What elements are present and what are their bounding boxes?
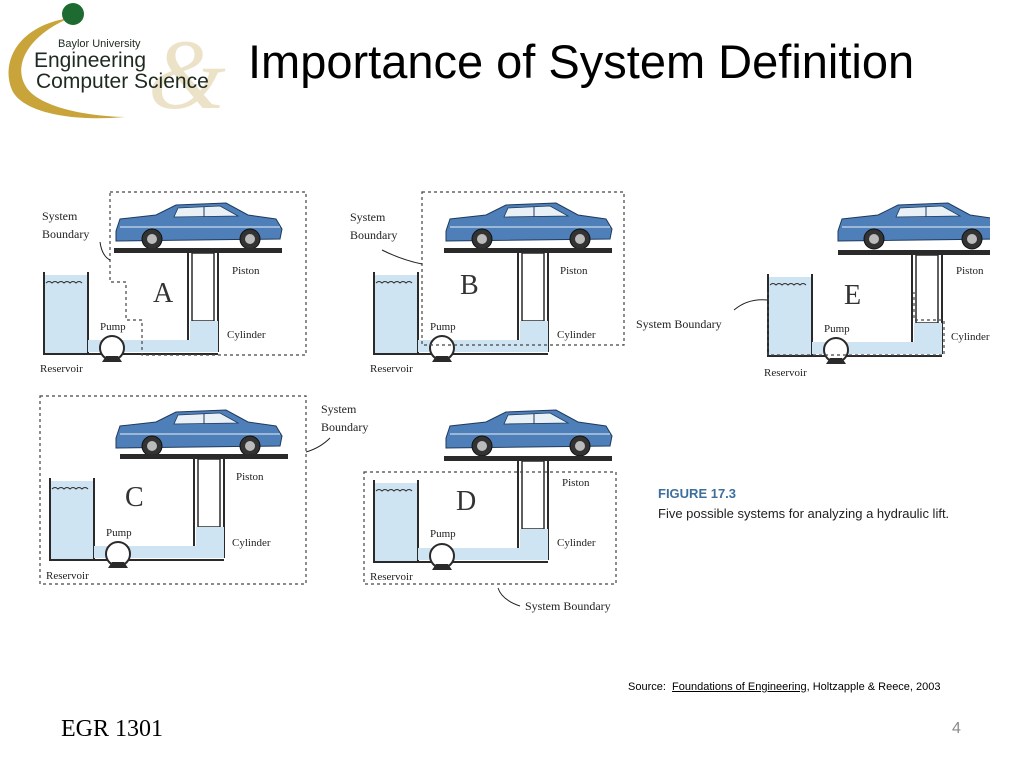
label-piston-e: Piston [956, 265, 984, 277]
label-piston-b: Piston [560, 265, 588, 277]
panel-letter-b: B [460, 270, 479, 301]
label-pump-a: Pump [100, 321, 126, 333]
label-pump-e: Pump [824, 323, 850, 335]
boundary-e [767, 292, 945, 356]
panel-c: C System Boundary Piston Cylinder Pump R… [39, 395, 368, 585]
label-cylinder-c: Cylinder [232, 537, 271, 549]
label-system-c-1: System [321, 402, 357, 416]
baylor-logo: & Baylor University Engineering Computer… [8, 3, 226, 130]
label-system-c-2: Boundary [321, 420, 368, 434]
panel-a: A System Boundary Piston Cylinder Pump R… [40, 191, 307, 375]
arrow-b [381, 249, 423, 265]
label-system-a-2: Boundary [42, 227, 89, 241]
course-code: EGR 1301 [61, 716, 163, 742]
label-system-a-1: System [42, 209, 78, 223]
figure-number: FIGURE 17.3 [658, 486, 736, 501]
panel-letter-c: C [125, 482, 144, 513]
label-pump-c: Pump [106, 527, 132, 539]
label-piston-d: Piston [562, 477, 590, 489]
arrow-c [305, 437, 331, 453]
label-system-b-2: Boundary [350, 228, 397, 242]
label-reservoir-a: Reservoir [40, 363, 83, 375]
logo-dot [62, 3, 84, 25]
source-prefix: Source: [628, 681, 666, 693]
figure-caption: Five possible systems for analyzing a hy… [658, 506, 949, 521]
panel-letter-a: A [153, 278, 174, 309]
label-reservoir-c: Reservoir [46, 570, 89, 582]
label-cylinder-b: Cylinder [557, 329, 596, 341]
label-piston-c: Piston [236, 471, 264, 483]
label-cylinder-a: Cylinder [227, 329, 266, 341]
boundary-a [109, 191, 307, 356]
slide-title: Importance of System Definition [248, 35, 915, 88]
page-number: 4 [952, 720, 961, 737]
boundary-d [363, 471, 617, 585]
panel-b: B System Boundary Piston Cylinder Pump R… [350, 191, 625, 375]
label-pump-d: Pump [430, 528, 456, 540]
source-suffix: , Holtzapple & Reece, 2003 [806, 681, 941, 693]
panel-d: D System Boundary Piston Cylinder Pump R… [363, 409, 617, 613]
source-citation: Source: Foundations of Engineering, Holt… [628, 681, 941, 693]
label-system-e: System Boundary [636, 317, 722, 331]
panel-e: E System Boundary Piston Cylinder Pump R… [636, 202, 990, 379]
boundary-b [421, 191, 625, 346]
label-pump-b: Pump [430, 321, 456, 333]
logo-line2: Computer Science [36, 70, 209, 93]
logo-ampersand: & [148, 19, 226, 130]
panel-letter-e: E [844, 280, 861, 311]
arrow-e [733, 299, 769, 311]
logo-university: Baylor University [58, 38, 141, 50]
boundary-c [39, 395, 307, 585]
arrow-d [497, 587, 521, 607]
label-cylinder-e: Cylinder [951, 331, 990, 343]
label-system-d: System Boundary [525, 599, 611, 613]
logo-line1: Engineering [34, 49, 146, 72]
panel-letter-d: D [456, 486, 476, 517]
label-piston-a: Piston [232, 265, 260, 277]
hydraulic-lift-figure: A System Boundary Piston Cylinder Pump R… [39, 191, 990, 613]
label-reservoir-e: Reservoir [764, 367, 807, 379]
label-reservoir-b: Reservoir [370, 363, 413, 375]
label-reservoir-d: Reservoir [370, 571, 413, 583]
source-link[interactable]: Foundations of Engineering [672, 681, 807, 693]
label-system-b-1: System [350, 210, 386, 224]
arrow-a [99, 241, 111, 261]
label-cylinder-d: Cylinder [557, 537, 596, 549]
